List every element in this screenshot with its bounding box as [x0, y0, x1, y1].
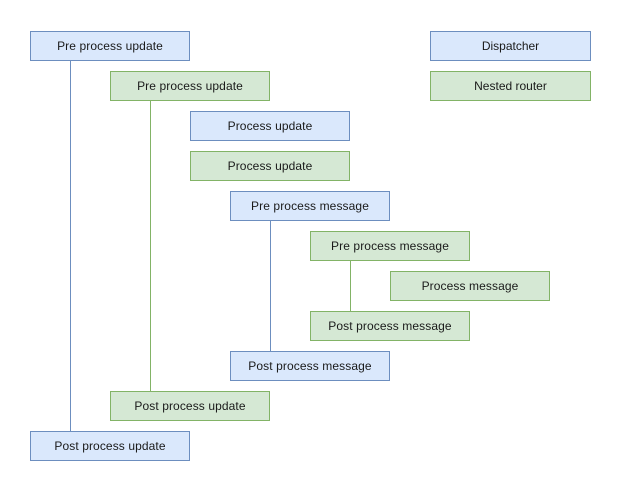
- node-pre-process-message-nested-router[interactable]: Pre process message: [310, 231, 470, 261]
- node-label: Process update: [227, 119, 313, 133]
- node-process-update-dispatcher[interactable]: Process update: [190, 111, 350, 141]
- node-label: Pre process update: [57, 39, 163, 53]
- node-label: Post process update: [54, 439, 166, 453]
- node-post-process-message-nested-router[interactable]: Post process message: [310, 311, 470, 341]
- legend-label: Nested router: [474, 79, 547, 93]
- node-pre-process-update-nested-router[interactable]: Pre process update: [110, 71, 270, 101]
- node-pre-process-update-dispatcher[interactable]: Pre process update: [30, 31, 190, 61]
- edge-pre-process-update-to-post-process-update-green: [150, 101, 151, 391]
- node-label: Pre process update: [137, 79, 243, 93]
- node-label: Post process message: [248, 359, 372, 373]
- node-label: Process update: [227, 159, 313, 173]
- node-label: Process message: [421, 279, 519, 293]
- legend-label: Dispatcher: [481, 39, 540, 53]
- legend-item-nested-router[interactable]: Nested router: [430, 71, 591, 101]
- edge-pre-process-message-to-post-process-message-green: [350, 261, 351, 311]
- node-post-process-update-dispatcher[interactable]: Post process update: [30, 431, 190, 461]
- edge-pre-process-message-to-post-process-message-blue: [270, 221, 271, 351]
- node-label: Post process message: [328, 319, 452, 333]
- node-process-message-nested-router[interactable]: Process message: [390, 271, 550, 301]
- node-post-process-update-nested-router[interactable]: Post process update: [110, 391, 270, 421]
- legend-item-dispatcher[interactable]: Dispatcher: [430, 31, 591, 61]
- node-label: Post process update: [134, 399, 246, 413]
- node-label: Pre process message: [251, 199, 369, 213]
- edge-pre-process-update-to-post-process-update-blue: [70, 61, 71, 431]
- node-post-process-message-dispatcher[interactable]: Post process message: [230, 351, 390, 381]
- node-process-update-nested-router[interactable]: Process update: [190, 151, 350, 181]
- node-pre-process-message-dispatcher[interactable]: Pre process message: [230, 191, 390, 221]
- node-label: Pre process message: [331, 239, 449, 253]
